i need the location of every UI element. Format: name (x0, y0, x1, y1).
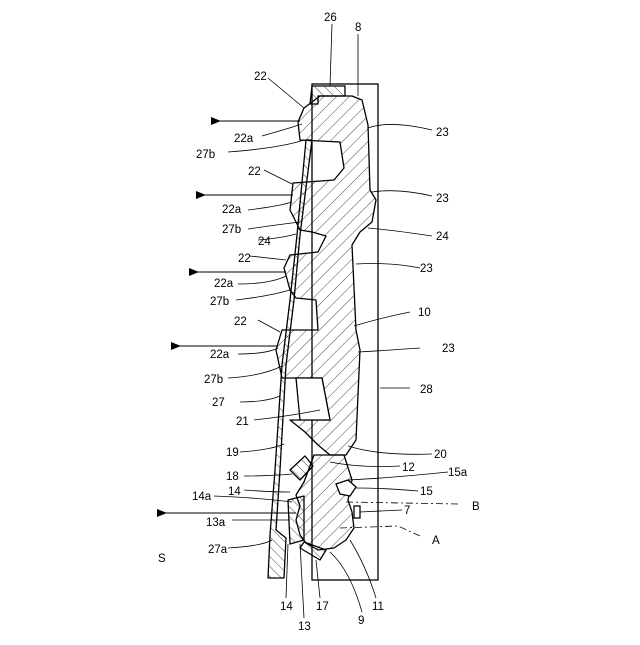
label-a: A (432, 535, 440, 547)
label-27b: 27b (222, 224, 241, 236)
label-12: 12 (402, 462, 415, 474)
element-13 (288, 496, 304, 544)
label-20: 20 (434, 449, 447, 461)
label-21: 21 (236, 416, 249, 428)
label-s: S (158, 553, 166, 565)
label-14: 14 (228, 486, 241, 498)
label-22a: 22a (210, 349, 230, 361)
label-14a: 14a (192, 491, 212, 503)
label-11: 11 (372, 601, 384, 613)
label-22: 22 (248, 166, 261, 178)
label-17: 17 (316, 601, 329, 613)
label-28: 28 (420, 384, 433, 396)
label-22: 22 (234, 316, 247, 328)
label-15a: 15a (448, 467, 468, 479)
label-8: 8 (355, 22, 361, 34)
label-23: 23 (436, 193, 449, 205)
label-23: 23 (436, 127, 449, 139)
label-18: 18 (226, 471, 239, 483)
label-22: 22 (254, 71, 267, 83)
label-14: 14 (280, 601, 293, 613)
label-23: 23 (442, 343, 455, 355)
label-b: B (472, 501, 480, 513)
label-27b: 27b (204, 374, 223, 386)
label-22a: 22a (234, 133, 254, 145)
label-27b: 27b (196, 149, 215, 161)
label-10: 10 (418, 307, 431, 319)
label-26: 26 (324, 12, 337, 24)
label-27a: 27a (208, 544, 228, 556)
label-22a: 22a (222, 204, 242, 216)
label-24: 24 (258, 236, 271, 248)
label-27b: 27b (210, 296, 229, 308)
label-22: 22 (238, 253, 251, 265)
label-22a: 22a (214, 278, 234, 290)
label-13: 13 (298, 621, 311, 633)
label-9: 9 (358, 615, 364, 627)
label-23: 23 (420, 263, 433, 275)
label-15: 15 (420, 486, 433, 498)
label-27: 27 (212, 397, 225, 409)
label-24: 24 (436, 231, 449, 243)
label-7: 7 (404, 505, 410, 517)
label-13a: 13a (206, 517, 226, 529)
label-19: 19 (226, 447, 239, 459)
element-7 (354, 506, 360, 518)
